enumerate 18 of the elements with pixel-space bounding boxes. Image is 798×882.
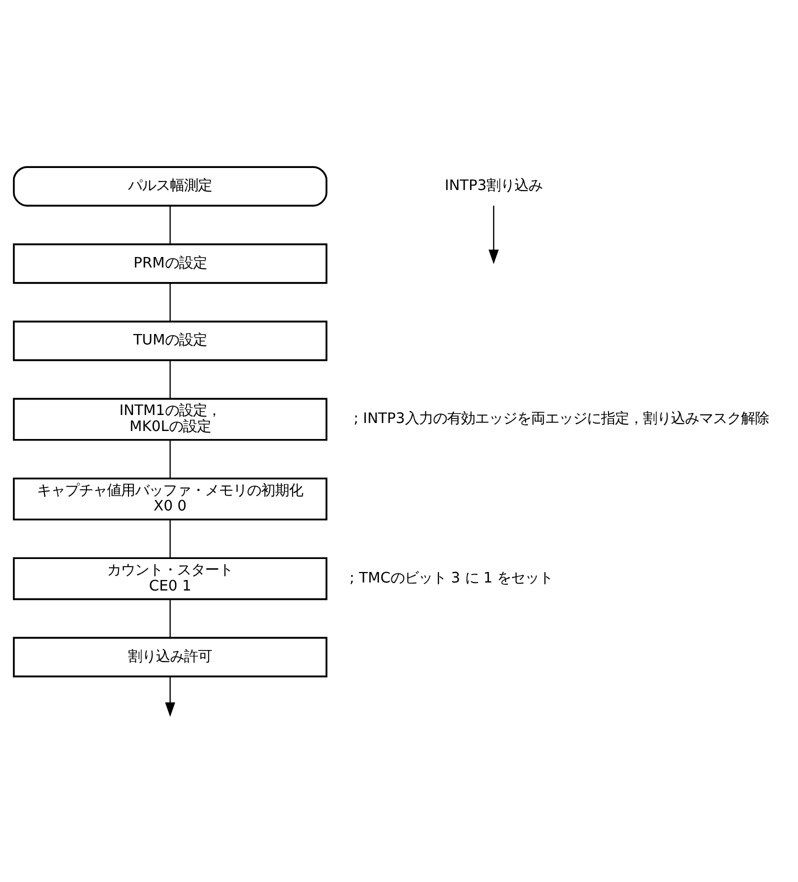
connector xyxy=(169,282,170,321)
connector xyxy=(169,440,170,478)
node-box: キャプチャ値用バッファ・メモリの初期化 X0 0 xyxy=(12,477,327,520)
node-box: パルス幅測定 xyxy=(12,166,327,206)
node-box: カウント・スタート CE0 1 xyxy=(12,556,327,600)
connector xyxy=(169,360,170,398)
connector xyxy=(169,205,170,244)
connector xyxy=(169,519,170,558)
node-box: 割り込み許可 xyxy=(12,636,327,677)
node-box: PRMの設定 xyxy=(12,242,327,284)
node-box: TUMの設定 xyxy=(12,320,327,361)
arrow xyxy=(164,676,175,716)
node-label: ; TMCのビット 3 に 1 をセット xyxy=(349,570,553,586)
arrow xyxy=(488,205,498,264)
connector xyxy=(169,598,170,638)
node-text: INTP3割り込み xyxy=(444,178,542,194)
node-box: INTM1の設定， MK0Lの設定 xyxy=(12,397,327,440)
node-label: ; INTP3入力の有効エッジを両エッジに指定，割り込みマスク解除 xyxy=(353,410,768,427)
